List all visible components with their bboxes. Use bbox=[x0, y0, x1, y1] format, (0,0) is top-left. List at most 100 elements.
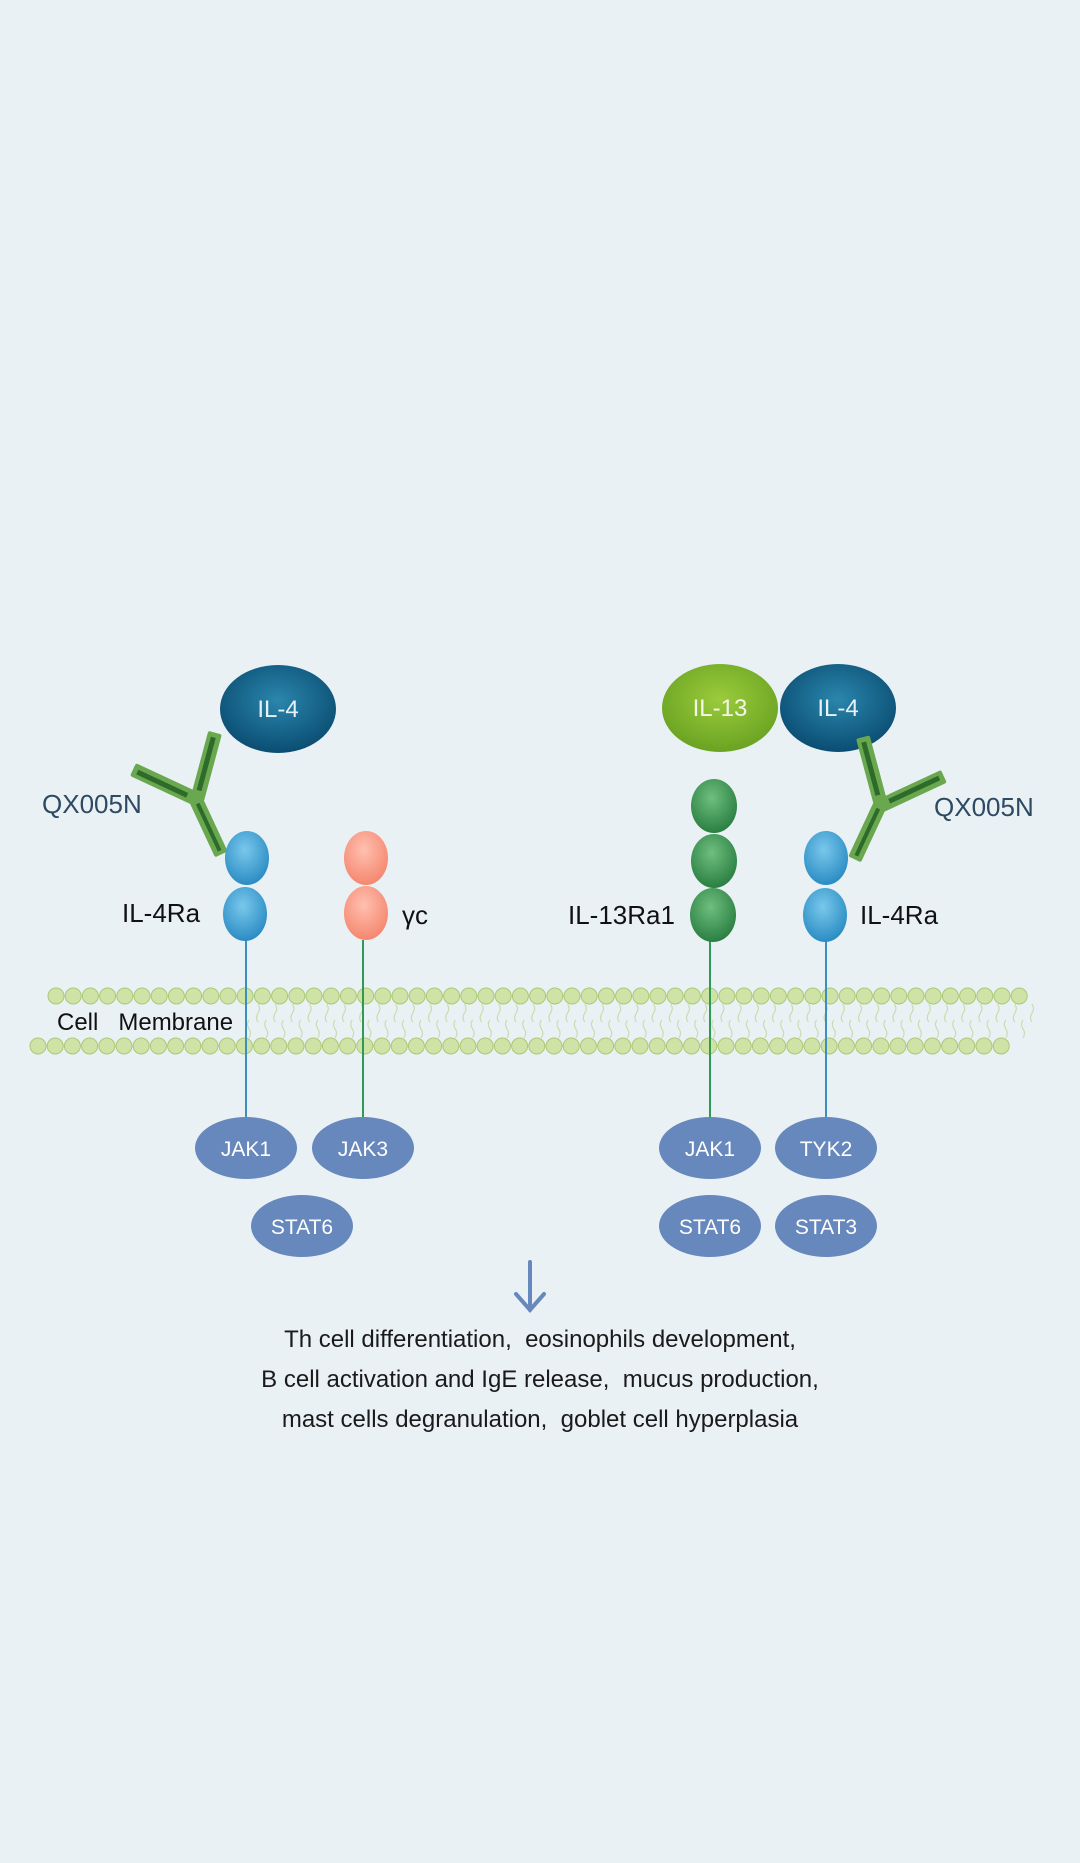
lipid-head bbox=[339, 1037, 357, 1055]
lipid-head bbox=[511, 1037, 529, 1055]
outcome-line: Th cell differentiation, eosinophils dev… bbox=[284, 1326, 796, 1353]
lipid-head bbox=[821, 987, 839, 1005]
outcome-line: mast cells degranulation, goblet cell hy… bbox=[281, 1406, 799, 1433]
lipid-head bbox=[133, 987, 151, 1005]
lipid-tail bbox=[332, 1019, 338, 1039]
lipid-head bbox=[408, 987, 426, 1005]
lipid-head bbox=[287, 1037, 305, 1055]
lipid-tail bbox=[1029, 1003, 1035, 1023]
lipid-head bbox=[374, 987, 392, 1005]
lipid-tail bbox=[986, 1019, 991, 1039]
membrane-label: Cell Membrane bbox=[57, 1009, 233, 1036]
lipid-head bbox=[665, 1037, 683, 1055]
lipid-tail bbox=[617, 1003, 622, 1023]
jak3: JAK3 bbox=[312, 1117, 414, 1179]
lipid-head bbox=[477, 987, 495, 1005]
lipid-tail bbox=[754, 1003, 759, 1023]
lipid-head bbox=[838, 987, 856, 1005]
lipid-head bbox=[407, 1037, 425, 1055]
lipid-head bbox=[924, 987, 942, 1005]
lipid-tail bbox=[969, 1019, 974, 1039]
lipid-tail bbox=[934, 1019, 940, 1039]
lipid-tail bbox=[711, 1019, 716, 1039]
stat6-right-label: STAT6 bbox=[679, 1216, 741, 1239]
lipid-head bbox=[29, 1037, 47, 1055]
lipid-tail bbox=[599, 1003, 605, 1023]
il4-ligand-right-label: IL-4 bbox=[817, 695, 858, 722]
lipid-tail bbox=[909, 1003, 914, 1023]
lipid-tail bbox=[462, 1003, 467, 1023]
lipid-tail bbox=[539, 1019, 544, 1039]
lipid-tail bbox=[522, 1019, 527, 1039]
lipid-head bbox=[632, 987, 650, 1005]
outcome-text: Th cell differentiation, eosinophils dev… bbox=[0, 1320, 1080, 1440]
lipid-tail bbox=[651, 1003, 656, 1023]
lipid-head bbox=[734, 1037, 752, 1055]
il4ra-receptor-left bbox=[223, 831, 269, 1118]
jak1-right-label: JAK1 bbox=[685, 1138, 735, 1161]
lipid-tail bbox=[659, 1019, 664, 1039]
lipid-tail bbox=[642, 1019, 647, 1039]
lipid-tail bbox=[393, 1003, 398, 1023]
il13ra1-receptor bbox=[690, 779, 737, 1118]
lipid-head bbox=[373, 1037, 391, 1055]
lipid-head bbox=[751, 1037, 769, 1055]
il4ra-receptor-right bbox=[803, 831, 848, 1118]
lipid-head bbox=[648, 1037, 666, 1055]
lipid-tail bbox=[401, 1019, 406, 1039]
il13-ligand-label: IL-13 bbox=[693, 695, 748, 722]
lipid-tail bbox=[917, 1019, 922, 1039]
lipid-tail bbox=[384, 1019, 389, 1039]
lipid-head bbox=[837, 1037, 855, 1055]
lipid-tail bbox=[487, 1019, 492, 1039]
qx005n-label-left: QX005N bbox=[42, 789, 142, 819]
lipid-head bbox=[546, 987, 564, 1005]
lipid-head bbox=[493, 1037, 511, 1055]
lipid-head bbox=[597, 987, 615, 1005]
lipid-tail bbox=[298, 1019, 303, 1039]
lipid-head bbox=[529, 987, 547, 1005]
jak1-left: JAK1 bbox=[195, 1117, 297, 1179]
lipid-tail bbox=[676, 1019, 682, 1039]
lipid-head bbox=[357, 987, 375, 1005]
lipid-head bbox=[201, 1037, 219, 1055]
lipid-head bbox=[976, 987, 994, 1005]
lipid-tail bbox=[806, 1003, 811, 1023]
stat6-left: STAT6 bbox=[251, 1195, 353, 1257]
lipid-tail bbox=[1012, 1003, 1017, 1023]
lipid-head bbox=[615, 987, 633, 1005]
lipid-tail bbox=[926, 1003, 931, 1023]
lipid-head bbox=[511, 987, 529, 1005]
lipid-head bbox=[99, 987, 117, 1005]
lipid-tail bbox=[582, 1003, 587, 1023]
lipid-head bbox=[442, 1037, 460, 1055]
lipid-head bbox=[253, 1037, 271, 1055]
lipid-head bbox=[81, 1037, 99, 1055]
lipid-tail bbox=[531, 1003, 536, 1023]
lipid-head bbox=[649, 987, 667, 1005]
lipid-head bbox=[494, 987, 512, 1005]
lipid-head bbox=[769, 987, 787, 1005]
lipid-tail bbox=[634, 1003, 639, 1023]
lipid-head bbox=[941, 1037, 959, 1055]
lipid-tail bbox=[840, 1003, 845, 1023]
lipid-tail bbox=[728, 1019, 733, 1039]
lipid-tail bbox=[341, 1003, 347, 1023]
lipid-head bbox=[1010, 987, 1028, 1005]
il13ra1-label: IL-13Ra1 bbox=[568, 900, 675, 930]
lipid-head bbox=[959, 987, 977, 1005]
lipid-head bbox=[545, 1037, 563, 1055]
jak1-right: JAK1 bbox=[659, 1117, 761, 1179]
lipid-tail bbox=[548, 1003, 553, 1023]
lipid-head bbox=[855, 1037, 873, 1055]
lipid-head bbox=[941, 987, 959, 1005]
il4-ligand-left: IL-4 bbox=[220, 665, 336, 753]
lipid-head bbox=[98, 1037, 116, 1055]
lipid-head bbox=[149, 1037, 167, 1055]
lipid-head bbox=[271, 987, 289, 1005]
il4-ligand-left-label: IL-4 bbox=[257, 696, 298, 723]
lipid-head bbox=[322, 987, 340, 1005]
lipid-head bbox=[786, 1037, 804, 1055]
lipid-head bbox=[253, 987, 271, 1005]
lipid-tail bbox=[875, 1003, 880, 1023]
